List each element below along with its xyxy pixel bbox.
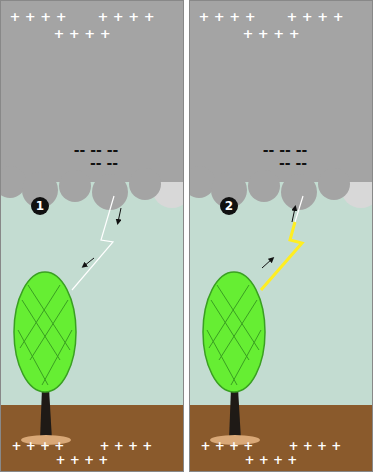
charge-sign: -- -- --	[263, 143, 308, 157]
callout-number: 1	[36, 200, 44, 212]
charge-sign: -- --	[279, 156, 307, 170]
charge-sign: -- -- --	[74, 143, 119, 157]
charge-sign: + + + +	[286, 10, 343, 23]
charge-sign: + + + +	[97, 10, 154, 23]
charge-sign: + + + +	[9, 10, 66, 23]
charge-sign: + + + +	[289, 440, 342, 452]
charge-sign: + + + +	[53, 27, 110, 40]
charge-sign: + + + +	[198, 10, 255, 23]
charge-sign: + + + +	[56, 454, 109, 466]
charge-sign: + + + +	[245, 454, 298, 466]
charge-sign: + + + +	[100, 440, 153, 452]
charge-sign: + + + +	[12, 440, 65, 452]
charge-sign: + + + +	[201, 440, 254, 452]
charge-sign: -- --	[90, 156, 118, 170]
charge-sign: + + + +	[242, 27, 299, 40]
callout-number: 2	[225, 200, 233, 212]
